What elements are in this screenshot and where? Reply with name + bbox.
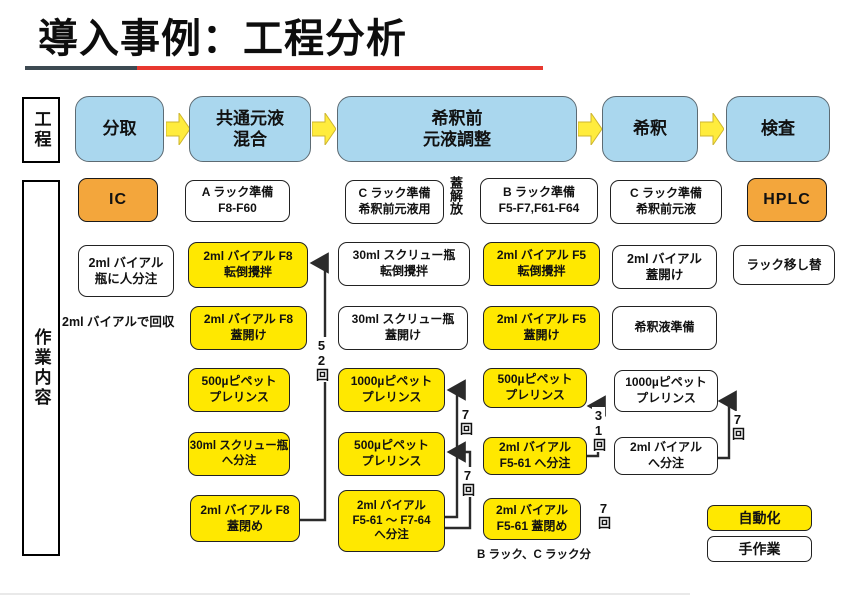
task-rack-transfer: ラック移し替 [733,245,835,285]
task-f5-61-dispense: 2ml バイアル F5-61 へ分注 [483,437,587,475]
task-f8-invert-mix: 2ml バイアル F8 転倒攪拌 [188,242,308,288]
work-label: 作業内容 [31,328,51,408]
rack-a-prep-box: A ラック準備 F8-F60 [185,180,290,222]
title-underline [25,66,543,70]
flow-arrow-icon [166,113,190,145]
task-screw30-invert-mix: 30ml スクリュー瓶 転倒攪拌 [338,242,470,286]
hplc-box: HPLC [747,178,827,222]
loop-count-7-insp: 7回 [730,411,745,441]
loop-count-7-adj1: 7回 [458,406,473,436]
rack-c-prep-box: C ラック準備 希釈前元液 [610,180,722,224]
flow-arrow-icon [312,113,336,145]
rack-c-pre-use-box: C ラック準備 希釈前元液用 [345,180,444,224]
loop-count-7-adj2: 7回 [460,467,475,497]
ic-box: IC [78,178,158,222]
row-label-work: 作業内容 [22,180,60,556]
loop-count-31: 31回 [591,407,606,452]
loop-count-52: 52回 [314,337,329,382]
task-screw30-lid-open: 30ml スクリュー瓶 蓋開け [338,306,468,350]
flow-step-inspection: 検査 [726,96,830,162]
task-dilution-prep: 希釈液準備 [612,306,717,350]
task-1000-prerinse-adj: 1000µピペット プレリンス [338,368,445,412]
task-vial-lid-open: 2ml バイアル 蓋開け [612,245,717,289]
page-title: 導入事例：工程分析 [38,17,407,61]
task-f5-lid-open: 2ml バイアル F5 蓋開け [483,306,600,350]
task-f5-invert-mix: 2ml バイアル F5 転倒攪拌 [483,242,600,286]
process-label: 工程 [31,110,51,150]
rack-b-prep-box: B ラック準備 F5-F7,F61-F64 [480,178,598,224]
flow-arrow-icon [700,113,724,145]
task-500-prerinse-adj: 500µピペット プレリンス [338,432,445,476]
task-f5-61-f7-64-dispense: 2ml バイアル F5-61 ～ F7-64 へ分注 [338,490,445,552]
recover-note: 2ml バイアルで回収 [62,315,175,329]
flow-step-bunshu: 分取 [75,96,164,162]
rack-note: B ラック、C ラック分 [477,549,591,561]
task-manual-fill: 2ml バイアル 瓶に人分注 [78,245,174,297]
legend-automated: 自動化 [707,505,812,531]
task-screw30-dispense: 30ml スクリュー瓶 へ分注 [188,432,290,476]
bottom-edge [0,593,690,595]
task-500-prerinse-mix: 500µピペット プレリンス [188,368,290,412]
flow-arrow-icon [578,113,602,145]
flow-step-pre-dilution: 希釈前 元液調整 [337,96,577,162]
task-vial-dispense: 2ml バイアル へ分注 [614,437,718,475]
lid-release-label: 蓋解放 [448,176,463,215]
task-f8-lid-open: 2ml バイアル F8 蓋開け [190,306,307,350]
legend-manual: 手作業 [707,536,812,562]
task-1000-prerinse-insp: 1000µピペット プレリンス [614,370,718,412]
flow-step-dilution: 希釈 [602,96,698,162]
loop-count-7-close: 7回 [596,500,611,530]
task-f8-lid-close: 2ml バイアル F8 蓋閉め [190,495,300,542]
flow-step-mix: 共通元液 混合 [189,96,311,162]
row-label-process: 工程 [22,97,60,163]
task-500-prerinse-dil: 500µピペット プレリンス [483,368,587,408]
task-f5-61-lid-close: 2ml バイアル F5-61 蓋閉め [483,498,581,540]
